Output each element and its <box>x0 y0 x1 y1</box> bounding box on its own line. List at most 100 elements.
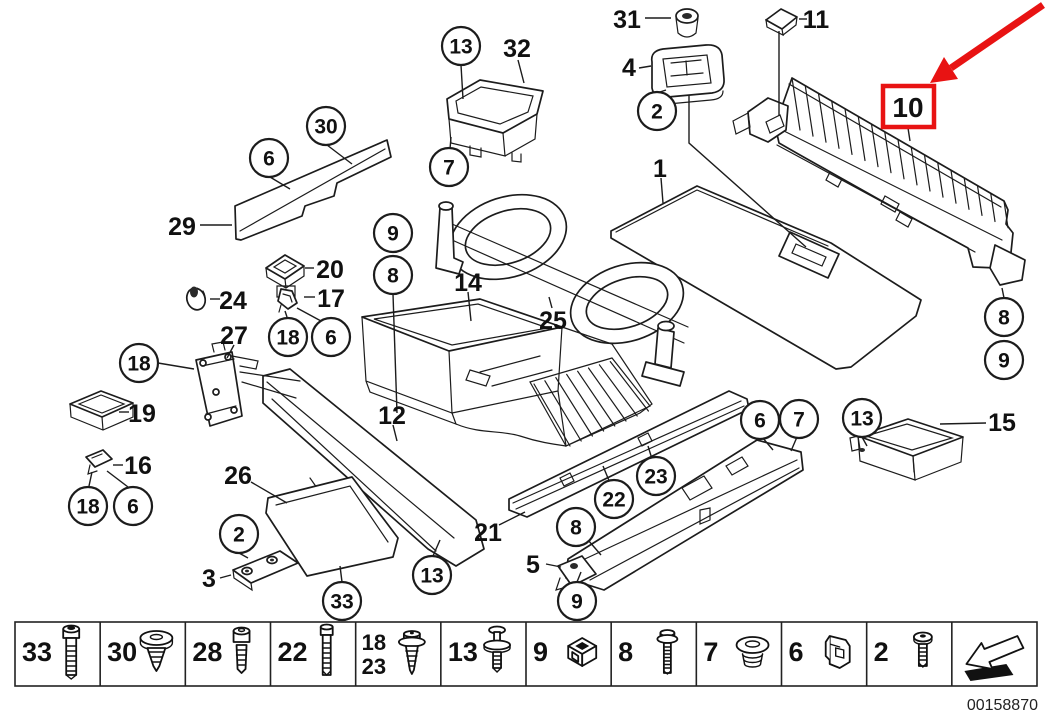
callout-circle-9[interactable] <box>372 212 414 254</box>
callout-number[interactable]: 18 <box>276 327 300 350</box>
callout-circle-6[interactable] <box>112 485 154 527</box>
callout-circle-9[interactable] <box>983 339 1025 381</box>
callout-circle-18[interactable] <box>118 342 160 384</box>
cylinder-head-screw-icon <box>235 644 248 674</box>
part-label-4[interactable]: 4 <box>622 54 636 82</box>
part-label-32[interactable]: 32 <box>503 35 531 63</box>
part-14-storage-bin <box>529 357 651 447</box>
part-27-mounting-bracket <box>205 405 237 415</box>
callout-number[interactable]: 13 <box>850 408 873 431</box>
callout-circle-18[interactable] <box>67 485 109 527</box>
callout-circle-6[interactable]: 6 <box>112 485 154 527</box>
callout-circle-13[interactable]: 13 <box>411 554 453 596</box>
callout-circle-2[interactable]: 2 <box>636 90 678 132</box>
part-label-27[interactable]: 27 <box>220 322 248 350</box>
part-label-26[interactable]: 26 <box>224 462 252 490</box>
callout-circle-33[interactable]: 33 <box>321 580 363 622</box>
callout-circle-6[interactable]: 6 <box>248 137 290 179</box>
callout-circle-13[interactable]: 13 <box>841 397 883 439</box>
callout-circle-18[interactable]: 18 <box>267 316 309 358</box>
callout-circle-13[interactable]: 13 <box>440 25 482 67</box>
callout-circle-18[interactable]: 18 <box>118 342 160 384</box>
callout-number[interactable]: 6 <box>263 148 275 171</box>
part-label-25[interactable]: 25 <box>539 307 567 335</box>
callout-number[interactable]: 8 <box>998 307 1010 330</box>
part-27-mounting-bracket <box>212 388 220 396</box>
callout-number[interactable]: 9 <box>998 350 1010 373</box>
callout-number[interactable]: 22 <box>602 489 625 512</box>
callout-circle-6[interactable]: 6 <box>310 316 352 358</box>
callout-number[interactable]: 8 <box>387 265 399 288</box>
callout-circle-7[interactable] <box>778 398 820 440</box>
part-label-21[interactable]: 21 <box>474 519 502 547</box>
callout-circle-23[interactable] <box>635 455 677 497</box>
callout-circle-6[interactable]: 6 <box>739 399 781 441</box>
callout-number[interactable]: 18 <box>127 353 151 376</box>
callout-circle-8[interactable]: 8 <box>555 506 597 548</box>
callout-number[interactable]: 2 <box>651 101 663 124</box>
callout-number[interactable]: 8 <box>570 517 582 540</box>
part-label-11[interactable]: 11 <box>803 6 830 34</box>
callout-circle-23[interactable]: 23 <box>635 455 677 497</box>
callout-number[interactable]: 13 <box>449 36 472 59</box>
callout-number[interactable]: 9 <box>387 223 399 246</box>
callout-circle-2[interactable] <box>218 513 260 555</box>
callout-number[interactable]: 6 <box>325 327 337 350</box>
part-label-19[interactable]: 19 <box>128 400 156 428</box>
callout-circle-8[interactable] <box>372 254 414 296</box>
callout-circle-13[interactable] <box>841 397 883 439</box>
callout-circle-9[interactable]: 9 <box>372 212 414 254</box>
part-label-14[interactable]: 14 <box>454 269 482 297</box>
callout-number[interactable]: 23 <box>644 466 667 489</box>
callout-number[interactable]: 6 <box>127 496 139 519</box>
callout-circle-13[interactable] <box>440 25 482 67</box>
part-25-lashing-straps <box>451 223 689 328</box>
callout-circle-9[interactable]: 9 <box>556 580 598 622</box>
callout-number[interactable]: 33 <box>330 591 353 614</box>
callout-circle-30[interactable]: 30 <box>305 105 347 147</box>
part-label-12[interactable]: 12 <box>378 402 406 430</box>
callout-circle-13[interactable] <box>411 554 453 596</box>
callout-circle-2[interactable]: 2 <box>218 513 260 555</box>
callout-circle-8[interactable]: 8 <box>372 254 414 296</box>
callout-number[interactable]: 30 <box>314 116 337 139</box>
callout-circle-9[interactable] <box>556 580 598 622</box>
part-label-16[interactable]: 16 <box>124 452 152 480</box>
callout-circle-18[interactable] <box>267 316 309 358</box>
part-label-24[interactable]: 24 <box>219 287 247 315</box>
callout-number[interactable]: 7 <box>793 409 805 432</box>
part-16-clip <box>91 453 103 459</box>
callout-circle-8[interactable] <box>555 506 597 548</box>
callout-circle-7[interactable]: 7 <box>778 398 820 440</box>
callout-number[interactable]: 2 <box>233 524 245 547</box>
callout-circle-7[interactable]: 7 <box>428 146 470 188</box>
part-label-31[interactable]: 31 <box>613 6 641 34</box>
part-label-15[interactable]: 15 <box>988 409 1016 437</box>
part-label-5[interactable]: 5 <box>526 551 540 579</box>
callout-circle-8[interactable]: 8 <box>983 296 1025 338</box>
callout-circle-6[interactable] <box>310 316 352 358</box>
callout-circle-18[interactable]: 18 <box>67 485 109 527</box>
highlight-label[interactable]: 10 <box>892 92 923 123</box>
callout-circle-6[interactable] <box>248 137 290 179</box>
callout-number[interactable]: 18 <box>76 496 100 519</box>
callout-number[interactable]: 13 <box>420 565 443 588</box>
part-label-1[interactable]: 1 <box>653 155 667 183</box>
callout-circle-30[interactable] <box>305 105 347 147</box>
part-label-3[interactable]: 3 <box>202 565 216 593</box>
callout-number[interactable]: 9 <box>571 591 583 614</box>
callout-circle-22[interactable]: 22 <box>593 478 635 520</box>
part-label-17[interactable]: 17 <box>317 285 345 313</box>
callout-circle-33[interactable] <box>321 580 363 622</box>
part-10-slat <box>910 146 918 186</box>
callout-circle-2[interactable] <box>636 90 678 132</box>
callout-circle-9[interactable]: 9 <box>983 339 1025 381</box>
callout-circle-8[interactable] <box>983 296 1025 338</box>
part-label-29[interactable]: 29 <box>168 213 196 241</box>
highlight-box[interactable] <box>880 83 937 130</box>
callout-number[interactable]: 7 <box>443 157 455 180</box>
callout-circle-7[interactable] <box>428 146 470 188</box>
part-label-20[interactable]: 20 <box>316 256 344 284</box>
callout-circle-22[interactable] <box>593 478 635 520</box>
callout-number[interactable]: 6 <box>754 410 766 433</box>
